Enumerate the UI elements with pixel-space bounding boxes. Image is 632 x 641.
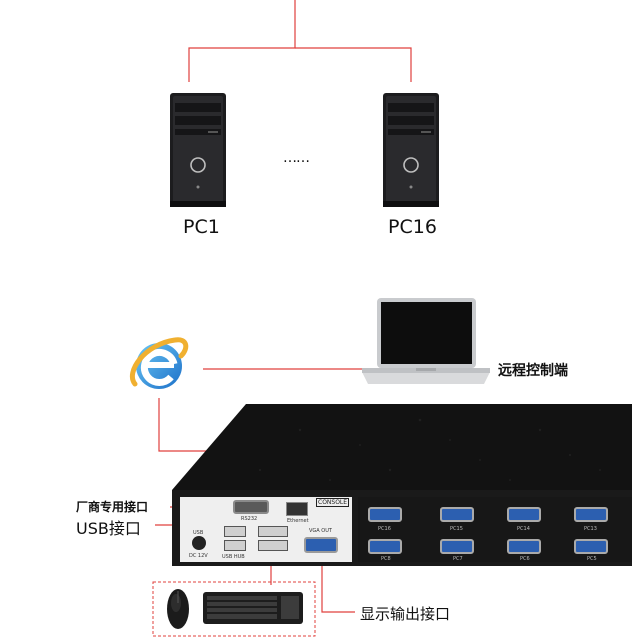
keyboard-icon bbox=[203, 592, 303, 624]
vga-port bbox=[574, 539, 608, 554]
pc-tower-16 bbox=[383, 93, 439, 207]
dc-power-jack bbox=[192, 536, 206, 550]
port-label-top: PC13 bbox=[584, 526, 597, 532]
pc16-label: PC16 bbox=[388, 216, 437, 238]
vga-port bbox=[574, 507, 608, 522]
port-label-top: PC16 bbox=[378, 526, 391, 532]
console-usb-ports bbox=[258, 526, 288, 552]
display-port-callout: 显示输出接口 bbox=[360, 605, 451, 623]
port-label-bottom: PC7 bbox=[453, 556, 463, 562]
port-label-bottom: PC8 bbox=[381, 556, 391, 562]
ethernet-label: Ethernet bbox=[287, 518, 309, 524]
mouse-icon bbox=[165, 587, 191, 631]
pc-tower-icon bbox=[383, 93, 439, 207]
vga-out-port bbox=[304, 537, 338, 553]
rs232-label: RS232 bbox=[241, 516, 258, 522]
port-label-top: PC14 bbox=[517, 526, 530, 532]
pc-tower-icon bbox=[170, 93, 226, 207]
display-port-leader bbox=[321, 564, 355, 613]
vga-out-label: VGA OUT bbox=[309, 528, 332, 534]
usb-hub-ports bbox=[224, 526, 246, 552]
peripherals-frame bbox=[152, 581, 316, 637]
pc-port-group-bottom bbox=[360, 539, 632, 559]
rs232-port bbox=[233, 500, 269, 514]
pc-tower-1 bbox=[170, 93, 226, 207]
ellipsis: …… bbox=[283, 150, 310, 166]
usb-port-callout: USB接口 bbox=[76, 519, 141, 538]
pc1-label: PC1 bbox=[183, 216, 220, 238]
vga-port bbox=[507, 507, 541, 522]
vga-port bbox=[507, 539, 541, 554]
pc-link-line bbox=[188, 0, 296, 82]
port-label-bottom: PC6 bbox=[520, 556, 530, 562]
dc-label: DC 12V bbox=[189, 553, 208, 559]
usb-hub-label: USB HUB bbox=[222, 554, 245, 560]
laptop-icon bbox=[362, 298, 490, 388]
vendor-port-callout: 厂商专用接口 bbox=[76, 500, 149, 514]
usb-label: USB bbox=[193, 530, 204, 536]
remote-console-label: 远程控制端 bbox=[498, 363, 568, 379]
console-label: CONSOLE bbox=[316, 498, 350, 507]
vga-port bbox=[440, 507, 474, 522]
pc-link-line bbox=[295, 47, 412, 82]
port-label-top: PC15 bbox=[450, 526, 463, 532]
vga-port bbox=[368, 539, 402, 554]
port-label-bottom: PC5 bbox=[587, 556, 597, 562]
vga-port bbox=[368, 507, 402, 522]
ethernet-port bbox=[286, 502, 308, 516]
internet-icon bbox=[125, 334, 191, 394]
vga-port bbox=[440, 539, 474, 554]
pc-port-group-top bbox=[360, 507, 632, 527]
